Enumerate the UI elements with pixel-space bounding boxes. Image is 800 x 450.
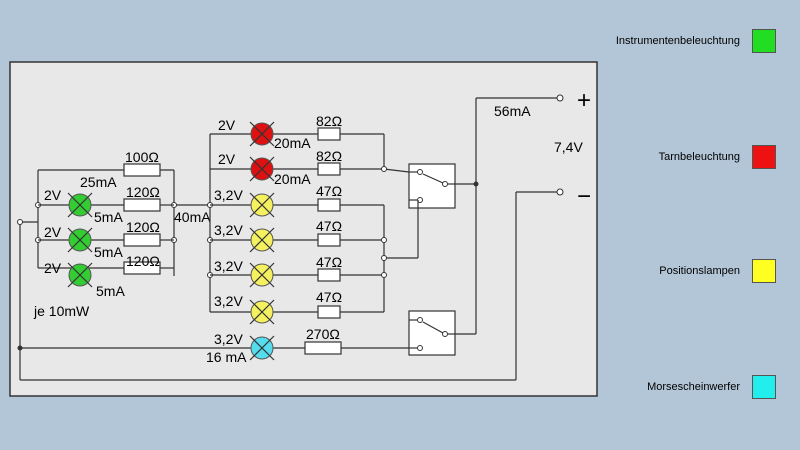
legend-swatch-red [752,145,776,169]
label-r47-b: 47Ω [316,218,342,234]
label-2v-r1: 2V [218,117,236,133]
label-r120-c: 120Ω [126,253,160,269]
label-25ma: 25mA [80,174,117,190]
supply-wiring [17,94,564,381]
label-40ma: 40mA [174,209,211,225]
label-2v-g3: 2V [44,260,62,276]
resistor-47-a [317,198,341,212]
label-r82-b: 82Ω [316,148,342,164]
resistor-100 [123,163,161,177]
circuit-panel [9,61,598,397]
green-lamp-3 [67,262,93,288]
selector-switch-top[interactable] [408,163,456,209]
red-lamp-2 [249,156,275,182]
legend-swatch-yellow [752,259,776,283]
yellow-lamp-3 [249,262,275,288]
label-20ma-1: 20mA [274,135,311,151]
label-32v-y2: 3,2V [214,222,243,238]
legend-morse: Morsescheinwerfer [647,375,776,399]
green-lamp-2 [67,227,93,253]
supply-current-label: 56mA [494,103,531,119]
label-r82-a: 82Ω [316,113,342,129]
label-r100: 100Ω [125,149,159,165]
supply-voltage-label: 7,4V [554,139,583,155]
legend-instrument: Instrumentenbeleuchtung [616,29,776,53]
resistor-47-d [317,305,341,319]
label-5ma-3: 5mA [96,283,125,299]
legend-swatch-green [752,29,776,53]
resistor-82-b [317,162,341,176]
label-2v-g1: 2V [44,187,62,203]
legend-label: Morsescheinwerfer [647,381,740,393]
resistor-270 [304,341,342,355]
label-16ma: 16 mA [206,349,247,365]
label-32v-y3: 3,2V [214,258,243,274]
label-32v-y1: 3,2V [214,187,243,203]
cyan-lamp [249,335,275,361]
label-r120-a: 120Ω [126,184,160,200]
legend-swatch-cyan [752,375,776,399]
resistor-82-a [317,127,341,141]
legend-label: Instrumentenbeleuchtung [615,35,740,47]
green-lamp-1 [67,192,93,218]
label-2v-g2: 2V [44,224,62,240]
legend-position: Positionslampen [659,259,776,283]
legend-label: Positionslampen [659,265,740,277]
selector-switch-bottom[interactable] [408,310,456,356]
label-32v-cyan: 3,2V [214,331,243,347]
legend-label: Tarnbeleuchtung [658,151,740,163]
label-5ma-1: 5mA [94,209,123,225]
label-r270: 270Ω [306,326,340,342]
label-r47-a: 47Ω [316,183,342,199]
resistor-120-c [123,261,161,275]
instrument-lighting-group [17,163,210,276]
minus-terminal: − [577,183,591,210]
power-note: je 10mW [33,303,90,319]
label-r47-c: 47Ω [316,254,342,270]
label-20ma-2: 20mA [274,171,311,187]
label-r47-d: 47Ω [316,289,342,305]
label-r120-b: 120Ω [126,219,160,235]
legend-camouflage: Tarnbeleuchtung [659,145,776,169]
label-5ma-2: 5mA [94,244,123,260]
yellow-lamp-1 [249,192,275,218]
red-lamp-1 [249,121,275,147]
plus-terminal: + [577,87,591,114]
resistor-47-c [317,268,341,282]
resistor-120-a [123,198,161,212]
label-2v-r2: 2V [218,151,236,167]
resistor-120-b [123,233,161,247]
yellow-lamp-2 [249,227,275,253]
yellow-lamp-4 [249,299,275,325]
label-32v-y4: 3,2V [214,293,243,309]
resistor-47-b [317,233,341,247]
